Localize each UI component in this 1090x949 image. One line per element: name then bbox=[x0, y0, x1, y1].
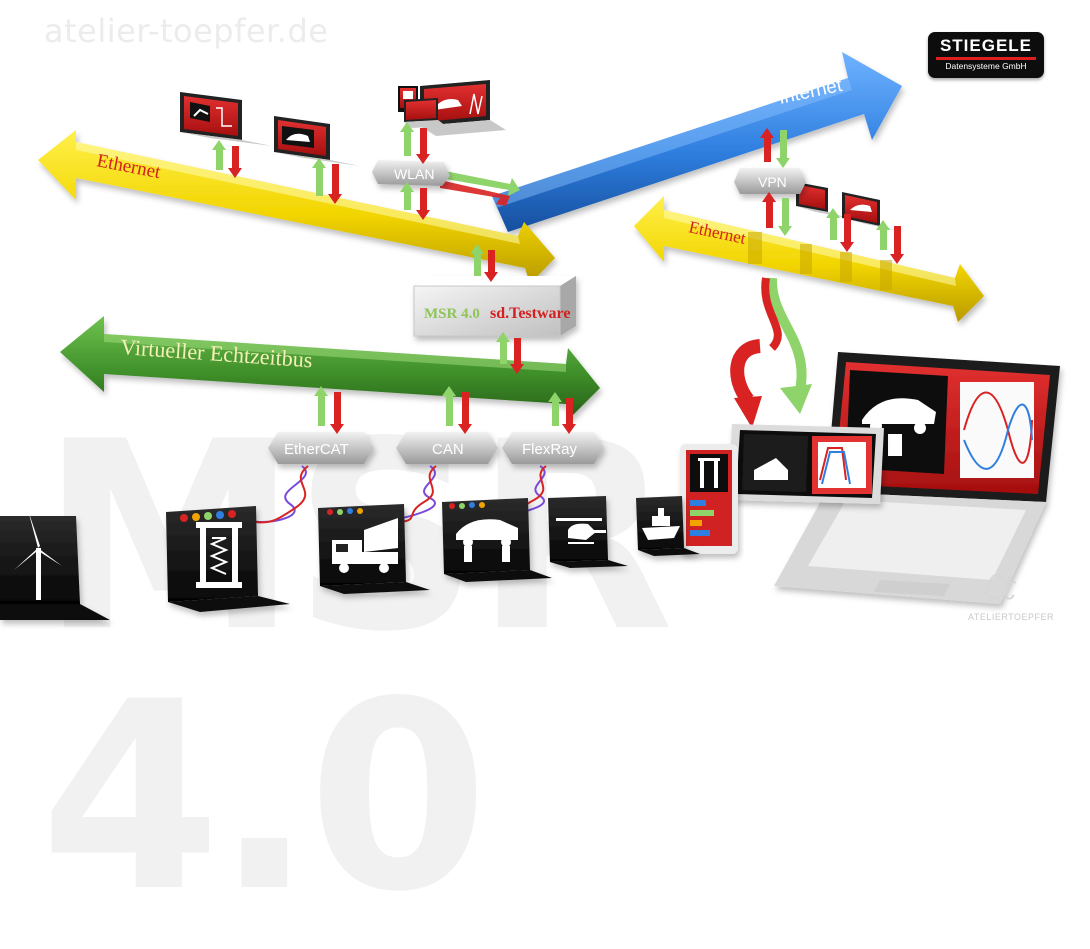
remote-access-arrows bbox=[730, 277, 812, 428]
tablet-icon bbox=[728, 424, 884, 504]
watermark: atelier-toepfer.de bbox=[44, 12, 329, 50]
laptop-icon bbox=[274, 116, 360, 166]
brand-name: STIEGELE bbox=[939, 36, 1033, 55]
car-test-icon bbox=[442, 498, 552, 582]
diagram-canvas: atelier-toepfer.de MSR 4.0 bbox=[0, 12, 1060, 928]
ethernet-right-bus bbox=[634, 196, 984, 322]
internet-bus bbox=[492, 52, 902, 232]
signature-mark: ℒt bbox=[978, 568, 1017, 608]
tablet-icon bbox=[680, 444, 738, 554]
signature: ATELIERTOEPFER bbox=[968, 612, 1055, 622]
helicopter-icon bbox=[548, 496, 628, 568]
laptop-icon bbox=[774, 352, 1060, 604]
ship-icon bbox=[636, 496, 700, 556]
laptop-icon bbox=[404, 98, 446, 128]
vpn-node bbox=[734, 168, 806, 194]
brand-subtitle: Datensysteme GmbH bbox=[945, 61, 1027, 71]
laptop-icon bbox=[842, 192, 904, 232]
laptop-icon bbox=[180, 92, 272, 146]
ethernet-left-bus bbox=[38, 130, 555, 284]
ethercat-node bbox=[268, 432, 374, 464]
dump-truck-icon bbox=[318, 504, 430, 594]
msr-testware-node bbox=[413, 276, 576, 337]
spring-test-rig-icon bbox=[166, 506, 290, 612]
stiegele-logo: STIEGELE Datensysteme GmbH bbox=[928, 32, 1044, 78]
data-flow-arrows bbox=[212, 122, 904, 434]
wind-turbine-icon bbox=[0, 510, 110, 620]
can-node bbox=[396, 432, 498, 464]
flexray-node bbox=[502, 432, 604, 464]
cable-connections bbox=[249, 465, 547, 524]
network-diagram: Internet Ethernet Ethernet Virtueller Ec… bbox=[0, 52, 1060, 620]
laptop-icon bbox=[796, 182, 848, 218]
wlan-internet-link bbox=[440, 170, 520, 206]
laptop-icon bbox=[420, 80, 506, 136]
brand-divider bbox=[936, 57, 1036, 60]
wlan-node bbox=[372, 160, 450, 186]
